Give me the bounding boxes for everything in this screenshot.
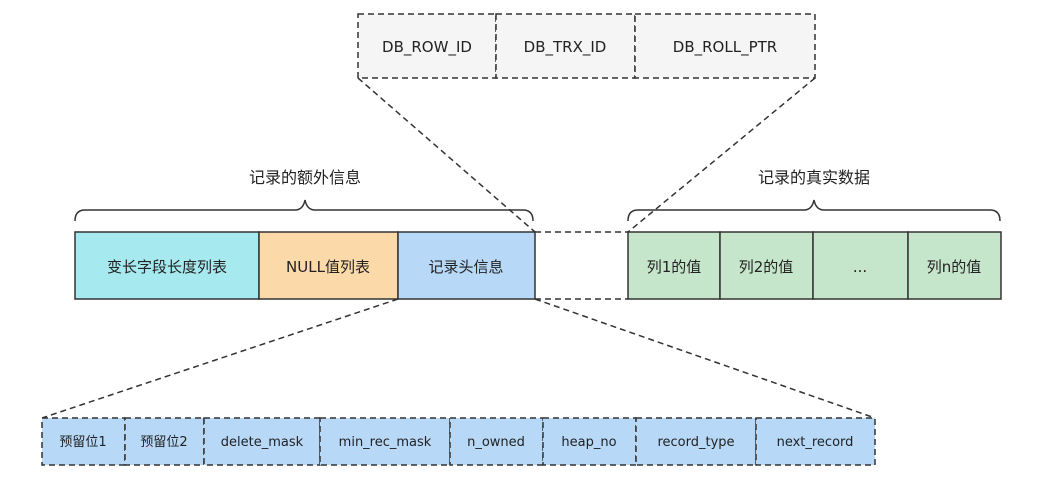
cell-column-2-label: 列2的值 [739,258,794,276]
cell-column-1 [627,231,721,300]
cell-column-ellipsis [812,231,909,300]
cell-column-n [907,231,1002,300]
hidden-column-db-row-id [357,13,497,79]
cell-null-list-label: NULL值列表 [286,258,370,276]
cell-variable-length-list-label: 变长字段长度列表 [107,258,227,276]
hidden-column-db-trx-id [495,13,636,79]
field-heap-no-label: heap_no [561,435,616,450]
field-reserved-1 [41,417,126,466]
extra-info-label: 记录的额外信息 [249,168,361,187]
field-record-type-label: record_type [657,435,734,450]
extra-info-brace [74,199,534,222]
field-n-owned [449,417,544,466]
hidden-column-db-roll-ptr [634,13,816,79]
hidden-column-db-roll-ptr-label: DB_ROLL_PTR [673,38,777,57]
field-min-rec-mask [319,417,451,466]
cell-column-ellipsis-label: ... [853,258,867,276]
cell-column-n-label: 列n的值 [927,258,982,276]
hidden-columns-connectors [357,77,816,233]
cell-variable-length-list [74,231,260,300]
field-n-owned-label: n_owned [467,435,525,450]
real-data-label: 记录的真实数据 [758,168,870,187]
connector-header-right [534,298,876,419]
cell-record-header [397,231,536,300]
field-reserved-1-label: 预留位1 [59,435,106,450]
field-min-rec-mask-label: min_rec_mask [339,435,432,450]
connector-hidden-left [357,77,536,233]
extra-info-cells: 变长字段长度列表 NULL值列表 记录头信息 [74,231,536,300]
field-next-record [755,417,876,466]
hidden-columns-row: DB_ROW_ID DB_TRX_ID DB_ROLL_PTR [357,13,816,79]
record-header-connectors [41,298,876,419]
field-next-record-label: next_record [777,435,854,450]
cell-column-2 [719,231,814,300]
field-delete-mask [203,417,321,466]
hidden-column-db-row-id-label: DB_ROW_ID [382,38,472,57]
hidden-columns-slot [535,231,628,300]
record-header-fields: 预留位1 预留位2 delete_mask min_rec_mask n_own… [41,417,876,466]
field-reserved-2-label: 预留位2 [140,435,187,450]
connector-header-left [41,298,399,419]
cell-record-header-label: 记录头信息 [428,258,503,276]
cell-column-1-label: 列1的值 [647,258,702,276]
field-heap-no [542,417,637,466]
field-delete-mask-label: delete_mask [221,435,304,450]
connector-hidden-right [627,77,816,233]
real-data-brace [627,199,1001,222]
field-reserved-2 [124,417,205,466]
real-data-cells: 列1的值 列2的值 ... 列n的值 [627,231,1002,300]
hidden-column-db-trx-id-label: DB_TRX_ID [524,38,607,57]
